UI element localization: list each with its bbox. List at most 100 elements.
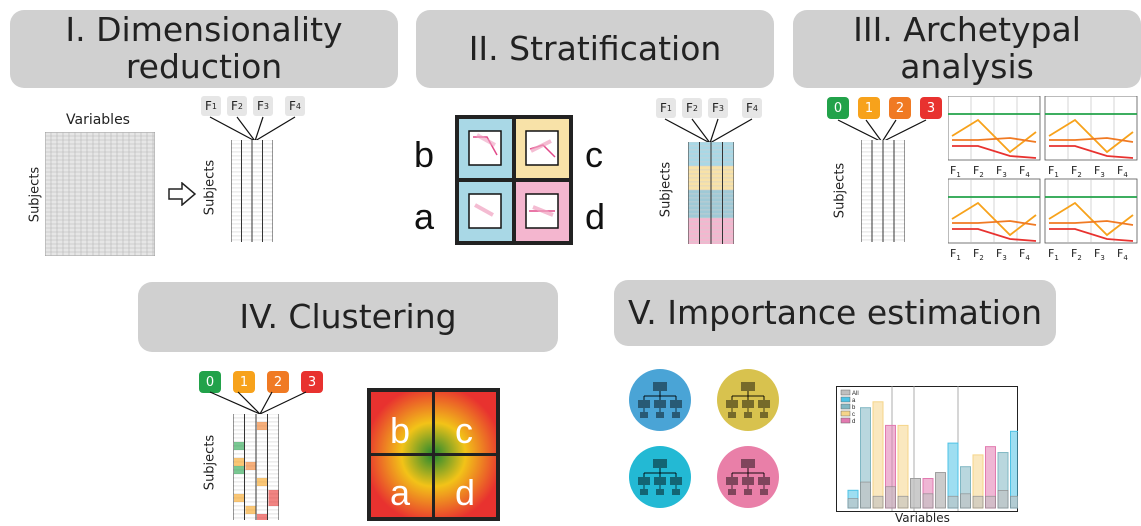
cluster-badge-2: 2 bbox=[267, 371, 289, 393]
bar-c bbox=[872, 401, 884, 509]
factor-letter: F bbox=[746, 101, 753, 115]
factor-sub: 2 bbox=[692, 103, 698, 113]
variables-label: Variables bbox=[66, 112, 130, 128]
title-text: V. Importance estimation bbox=[627, 292, 1043, 332]
reduced-matrix bbox=[231, 140, 273, 242]
profile-tick-label: F1 bbox=[950, 164, 961, 180]
factor-sub: 4 bbox=[295, 101, 301, 111]
bar-all bbox=[885, 486, 896, 509]
panel-title-stratification: II. Stratification bbox=[416, 10, 774, 88]
legend-swatch bbox=[840, 396, 851, 403]
factor-letter: F bbox=[289, 99, 296, 113]
archetype-badge-0: 0 bbox=[827, 97, 849, 119]
bar-all bbox=[860, 481, 871, 509]
factor-sub: 1 bbox=[666, 103, 672, 113]
archetype-matrix bbox=[861, 140, 905, 242]
profile-plot bbox=[948, 96, 1041, 161]
title-text: IV. Clustering bbox=[239, 296, 457, 336]
archetype-badge-3: 3 bbox=[920, 97, 942, 119]
stratified-matrix bbox=[688, 142, 734, 244]
legend-label: d bbox=[852, 419, 855, 425]
legend-swatch bbox=[840, 389, 851, 396]
cluster-b-label: b bbox=[390, 410, 411, 451]
archetype-profile-plots bbox=[948, 96, 1138, 244]
cluster-matrix bbox=[233, 414, 279, 520]
profile-tick-label: F1 bbox=[950, 247, 961, 263]
legend-label: b bbox=[852, 405, 856, 411]
legend-label: a bbox=[852, 398, 856, 404]
profile-tick-label: F2 bbox=[1071, 164, 1082, 180]
stratum-b-label: b bbox=[414, 134, 435, 175]
profile-tick-label: F3 bbox=[1094, 164, 1105, 180]
hierarchy-icon-cyan bbox=[629, 446, 691, 508]
profile-tick-label: F1 bbox=[1048, 247, 1059, 263]
factor-sub: 4 bbox=[752, 103, 758, 113]
factor-letter: F bbox=[686, 101, 693, 115]
factor-sub: 3 bbox=[263, 101, 269, 111]
hierarchy-icon-pink bbox=[717, 446, 779, 508]
factor-connector-lines bbox=[664, 118, 753, 144]
cluster-a-label: a bbox=[390, 472, 411, 513]
profile-tick-label: F3 bbox=[1094, 247, 1105, 263]
legend-label: All bbox=[852, 391, 859, 397]
subjects-label: Subjects bbox=[658, 161, 674, 218]
bar-c bbox=[897, 424, 909, 509]
subjects-label: Subjects bbox=[202, 159, 218, 216]
bar-all bbox=[847, 498, 859, 509]
subjects-label: Subjects bbox=[832, 162, 848, 219]
title-line1: I. Dimensionality bbox=[65, 10, 343, 50]
stratum-d-label: d bbox=[585, 196, 606, 237]
bar-all bbox=[972, 495, 984, 509]
factor-letter: F bbox=[205, 99, 212, 113]
data-matrix bbox=[45, 132, 155, 256]
hierarchy-icon-blue bbox=[629, 369, 691, 431]
bar-all bbox=[897, 495, 909, 509]
bar-all bbox=[997, 490, 1009, 509]
strata-grid bbox=[455, 115, 573, 245]
profile-tick-label: F4 bbox=[1117, 247, 1128, 263]
legend-swatch bbox=[840, 417, 851, 424]
profile-tick-label: F2 bbox=[973, 164, 984, 180]
profile-tick-label: F4 bbox=[1117, 164, 1128, 180]
cluster-badge-0: 0 bbox=[199, 371, 221, 393]
factor-letter: F bbox=[231, 99, 238, 113]
variables-axis-label: Variables bbox=[895, 511, 950, 525]
subjects-label: Subjects bbox=[202, 434, 218, 491]
cluster-connector-lines bbox=[209, 391, 307, 415]
legend-swatch bbox=[840, 403, 851, 410]
factor-letter: F bbox=[660, 101, 667, 115]
profile-tick-label: F2 bbox=[973, 247, 984, 263]
panel-title-importance: V. Importance estimation bbox=[614, 280, 1056, 346]
title-text: II. Stratification bbox=[468, 28, 722, 68]
title-line2: reduction bbox=[125, 47, 283, 86]
panel-title-clustering: IV. Clustering bbox=[138, 282, 558, 352]
panel-title-archetypal: III. Archetypal analysis bbox=[793, 10, 1141, 88]
stratum-c-label: c bbox=[585, 134, 603, 175]
profile-plot bbox=[1044, 96, 1138, 161]
legend-swatch bbox=[840, 410, 851, 417]
bar-all bbox=[910, 478, 921, 509]
bar-all bbox=[872, 495, 884, 509]
profile-tick-label: F4 bbox=[1019, 247, 1030, 263]
bar-all bbox=[1010, 495, 1018, 509]
bar-all bbox=[935, 472, 946, 509]
archetype-badge-1: 1 bbox=[858, 97, 880, 119]
factor-letter: F bbox=[257, 99, 264, 113]
factor-sub: 3 bbox=[718, 103, 724, 113]
subjects-label: Subjects bbox=[27, 166, 43, 223]
profile-tick-label: F3 bbox=[996, 164, 1007, 180]
profile-plot bbox=[1044, 178, 1138, 244]
factor-connector-lines bbox=[209, 116, 296, 142]
cluster-d-label: d bbox=[455, 472, 476, 513]
bar-all bbox=[922, 493, 934, 509]
factor-letter: F bbox=[712, 101, 719, 115]
profile-plot bbox=[948, 178, 1041, 244]
